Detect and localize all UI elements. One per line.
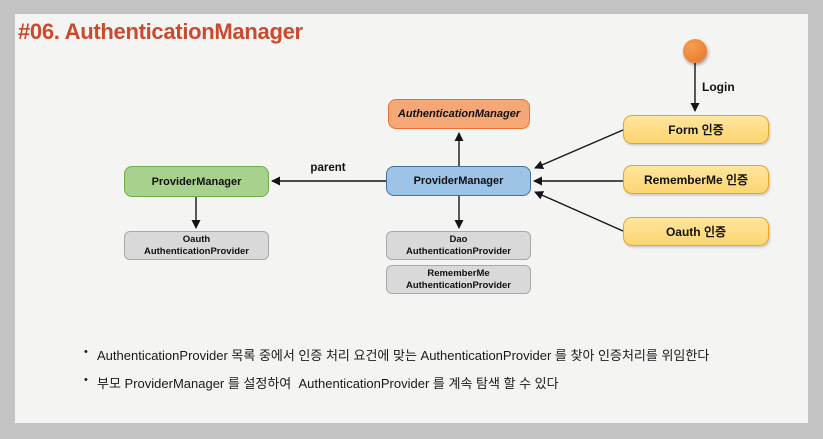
notes-list: • AuthenticationProvider 목록 중에서 인증 처리 요건… bbox=[84, 345, 774, 401]
bullet-icon: • bbox=[84, 346, 88, 358]
node-rememberme-authentication-provider: RememberMe AuthenticationProvider bbox=[386, 265, 531, 294]
node-dao-authentication-provider: Dao AuthenticationProvider bbox=[386, 231, 531, 260]
node-authentication-manager: AuthenticationManager bbox=[388, 99, 530, 129]
node-label-line: Dao bbox=[449, 233, 468, 245]
node-label-line: AuthenticationProvider bbox=[405, 245, 512, 257]
node-label-line: Oauth bbox=[182, 233, 211, 245]
node-parent-provider-manager: ProviderManager bbox=[124, 166, 269, 197]
list-item: • 부모 ProviderManager 를 설정하여 Authenticati… bbox=[84, 373, 774, 392]
node-label-line: RememberMe bbox=[427, 267, 490, 279]
login-start-node bbox=[683, 39, 707, 63]
node-provider-manager: ProviderManager bbox=[386, 166, 531, 196]
node-oauth-authentication-provider: Oauth AuthenticationProvider bbox=[124, 231, 269, 260]
edge-label-login: Login bbox=[702, 80, 735, 94]
bullet-text: 부모 ProviderManager 를 설정하여 Authentication… bbox=[97, 376, 559, 391]
bullet-icon: • bbox=[84, 374, 88, 386]
node-form-auth: Form 인증 bbox=[623, 115, 769, 144]
list-item: • AuthenticationProvider 목록 중에서 인증 처리 요건… bbox=[84, 345, 774, 364]
node-rememberme-auth: RememberMe 인증 bbox=[623, 165, 769, 194]
node-label-line: AuthenticationProvider bbox=[143, 245, 250, 257]
edge-label-parent: parent bbox=[310, 162, 346, 174]
bullet-text: AuthenticationProvider 목록 중에서 인증 처리 요건에 … bbox=[97, 348, 710, 363]
slide-title: #06. AuthenticationManager bbox=[18, 19, 303, 44]
node-oauth-auth: Oauth 인증 bbox=[623, 217, 769, 246]
node-label-line: AuthenticationProvider bbox=[405, 279, 512, 291]
